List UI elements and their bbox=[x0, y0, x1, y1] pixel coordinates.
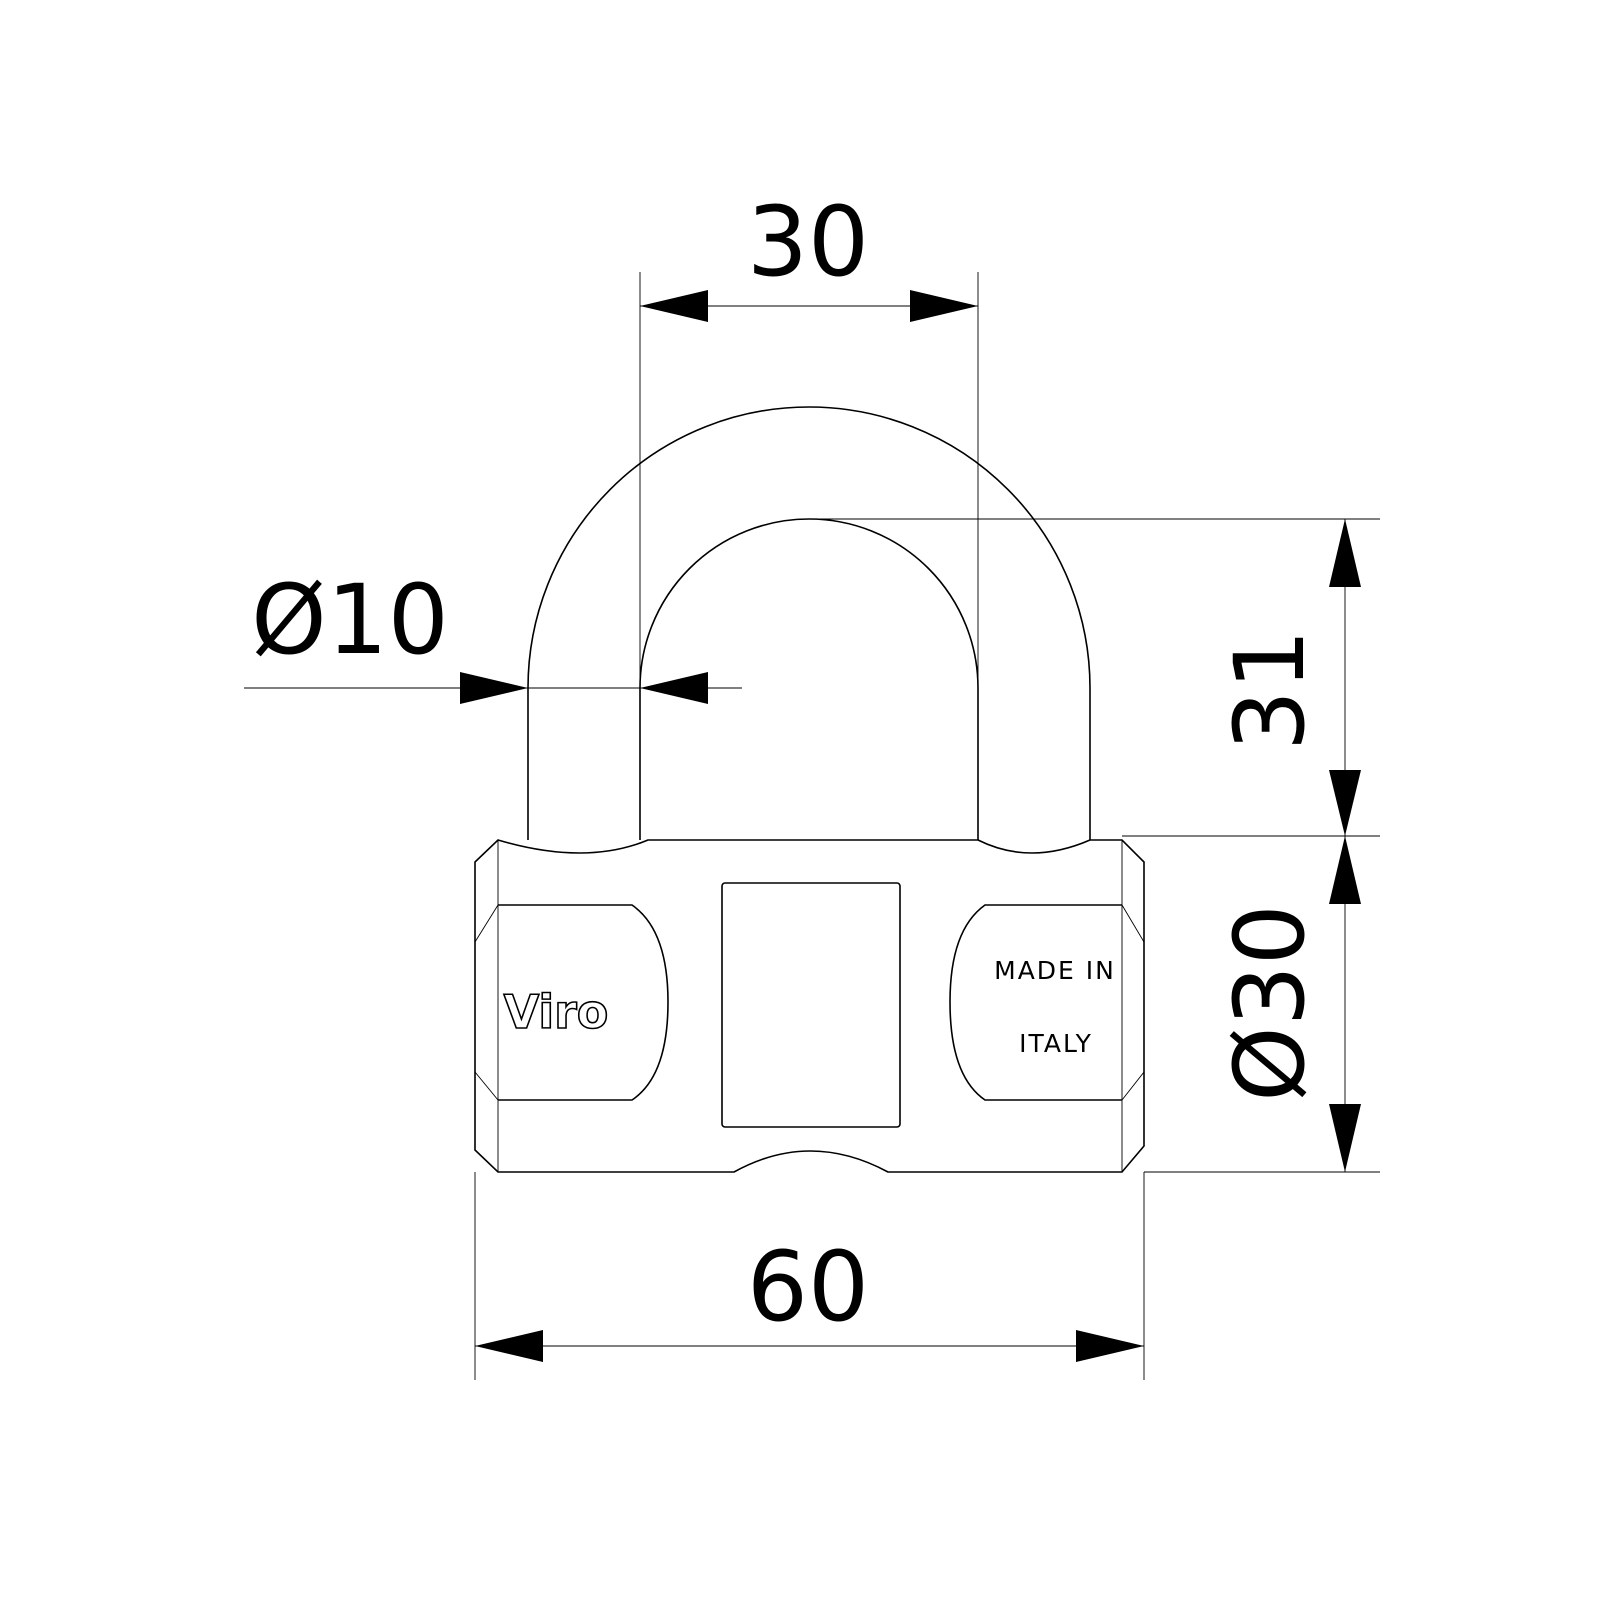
right-label-pad bbox=[949, 904, 1122, 1101]
dimension-body-thickness: Ø30 bbox=[1144, 836, 1380, 1173]
dimension-label-31: 31 bbox=[1214, 629, 1326, 751]
key-window bbox=[721, 882, 901, 1128]
origin-text-line1: MADE IN bbox=[994, 956, 1116, 985]
arrowhead bbox=[475, 1330, 543, 1362]
dimension-label-30: 30 bbox=[747, 186, 869, 298]
origin-text-line2: ITALY bbox=[1019, 1029, 1093, 1058]
dimension-label-60: 60 bbox=[747, 1231, 869, 1343]
arrowhead bbox=[910, 290, 978, 322]
arrowhead bbox=[1076, 1330, 1144, 1362]
arrowhead bbox=[640, 672, 708, 704]
dimension-shackle-diameter: Ø10 bbox=[244, 564, 742, 704]
arrowhead bbox=[640, 290, 708, 322]
arrowhead bbox=[1329, 519, 1361, 587]
arrowhead bbox=[1329, 1104, 1361, 1172]
shackle-outer-edge bbox=[527, 406, 1091, 840]
left-label-pad bbox=[498, 904, 669, 1101]
brand-logo-text: Viro bbox=[504, 985, 609, 1039]
body-outline bbox=[474, 839, 1145, 1173]
right-chamfer-notches bbox=[1121, 904, 1145, 1101]
dimension-shackle-spacing: 30 bbox=[639, 186, 979, 840]
lock-body: Viro MADE IN ITALY bbox=[474, 839, 1145, 1173]
shackle bbox=[527, 406, 1091, 840]
left-chamfer-notches bbox=[474, 904, 499, 1101]
dimension-shackle-clearance: 31 bbox=[808, 518, 1380, 837]
dimension-label-d10: Ø10 bbox=[251, 564, 449, 676]
arrowhead bbox=[460, 672, 528, 704]
arrowhead bbox=[1329, 770, 1361, 836]
arrowhead bbox=[1329, 836, 1361, 904]
dimension-label-d30: Ø30 bbox=[1214, 904, 1326, 1102]
dimension-body-width: 60 bbox=[474, 1172, 1145, 1380]
